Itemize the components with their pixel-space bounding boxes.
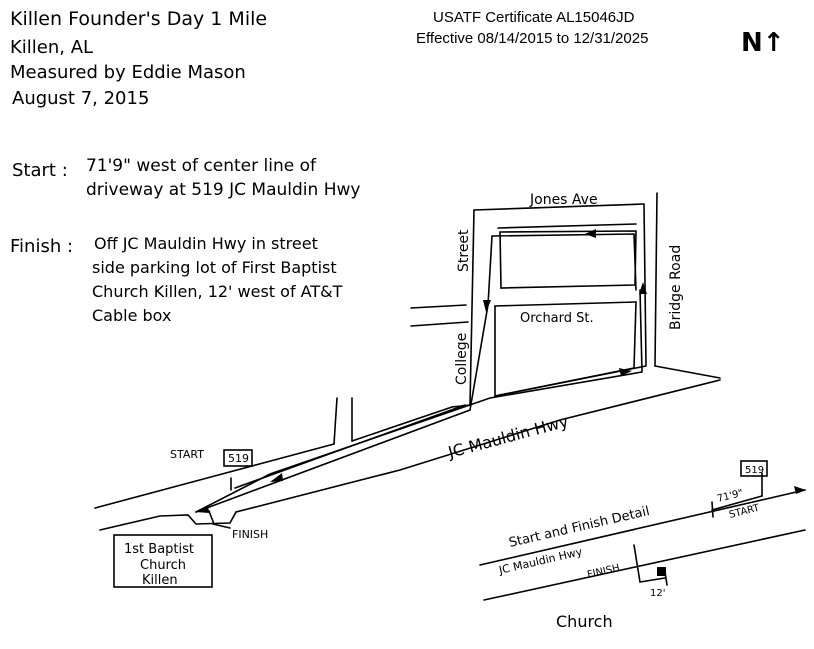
- college-west-lower: [410, 321, 469, 327]
- detail-road-south: [483, 529, 806, 601]
- finish-label: Finish :: [10, 236, 74, 257]
- route-outbound: [195, 233, 637, 513]
- route-arrow-hwy: [270, 473, 283, 482]
- detail-road-north: [479, 489, 806, 566]
- detail-title: Start and Finish Detail: [508, 504, 652, 551]
- detail-start-dim: [711, 495, 763, 511]
- detail-519-box: [740, 460, 768, 477]
- start-description-line2: driveway at 519 JC Mauldin Hwy: [86, 180, 361, 200]
- detail-inset: [479, 460, 806, 601]
- bridge-road-west-edge: [643, 203, 647, 366]
- north-arrow-icon: ↑: [762, 28, 785, 58]
- jones-ave-edge-south: [497, 223, 637, 229]
- measure-date: August 7, 2015: [12, 88, 150, 109]
- start-description-line1: 71'9" west of center line of: [86, 156, 316, 176]
- finish-marker: [208, 510, 215, 525]
- jones-ave-edge-north: [473, 203, 645, 211]
- detail-finish: FINISH: [586, 563, 621, 581]
- route-arrow-down: [483, 300, 491, 312]
- orchard-st-west: [410, 304, 467, 309]
- hwy-south-edge: [99, 379, 721, 531]
- route-return: [195, 289, 643, 513]
- detail-519: 519: [745, 465, 764, 476]
- course-location: Killen, AL: [10, 37, 94, 58]
- church-line2: Church: [140, 558, 186, 573]
- label-jc-mauldin-hwy: JC Mauldin Hwy: [445, 412, 570, 463]
- certificate-number: USATF Certificate AL15046JD: [433, 9, 635, 26]
- finish-pointer: [212, 523, 231, 529]
- label-college: College: [454, 333, 470, 385]
- bridge-road-east-lower: [654, 365, 721, 379]
- hwy-north-edge-2: [351, 406, 453, 442]
- church-line1: 1st Baptist: [124, 542, 194, 557]
- detail-road-arrow: [794, 486, 806, 494]
- detail-distance-finish: 12': [650, 588, 665, 599]
- route-arrow-left: [196, 505, 209, 513]
- college-street-west-edge: [469, 209, 475, 406]
- block-north: [499, 230, 637, 289]
- label-bridge-road: Bridge Road: [668, 245, 684, 330]
- church-line3: Killen: [142, 573, 178, 588]
- north-letter: N: [741, 28, 763, 58]
- address-519-box: [223, 449, 253, 467]
- route-arrow-jones: [585, 229, 596, 238]
- detail-church: Church: [556, 612, 613, 631]
- finish-description-line3: Church Killen, 12' west of AT&T: [92, 282, 343, 301]
- measured-by: Measured by Eddie Mason: [10, 62, 246, 83]
- detail-start-tick-left: [711, 501, 714, 518]
- side-road-left: [333, 397, 338, 445]
- detail-start: START: [728, 503, 761, 521]
- label-start: START: [170, 448, 204, 461]
- finish-description-line2: side parking lot of First Baptist: [92, 258, 337, 277]
- north-arrow: N↑: [741, 28, 785, 58]
- finish-description-line1: Off JC Mauldin Hwy in street: [94, 234, 318, 253]
- route-arrow-up: [639, 282, 647, 294]
- label-519: 519: [228, 452, 249, 465]
- church-box: [113, 534, 213, 588]
- route-inbound-hwy: [234, 404, 466, 489]
- detail-att-box: [657, 567, 666, 576]
- detail-finish-dim: [639, 577, 666, 583]
- start-label: Start :: [12, 160, 68, 181]
- certificate-effective: Effective 08/14/2015 to 12/31/2025: [416, 30, 649, 47]
- course-title: Killen Founder's Day 1 Mile: [10, 8, 268, 30]
- bridge-road-east-edge: [654, 192, 658, 367]
- label-orchard-st: Orchard St.: [520, 311, 594, 326]
- finish-description-line4: Cable box: [92, 306, 172, 325]
- label-finish: FINISH: [232, 528, 268, 541]
- hwy-north-edge: [94, 443, 335, 509]
- label-jones-ave: Jones Ave: [529, 192, 598, 208]
- route-arrow-right: [619, 368, 632, 376]
- label-street: Street: [456, 229, 472, 272]
- detail-finish-marker: [633, 544, 641, 583]
